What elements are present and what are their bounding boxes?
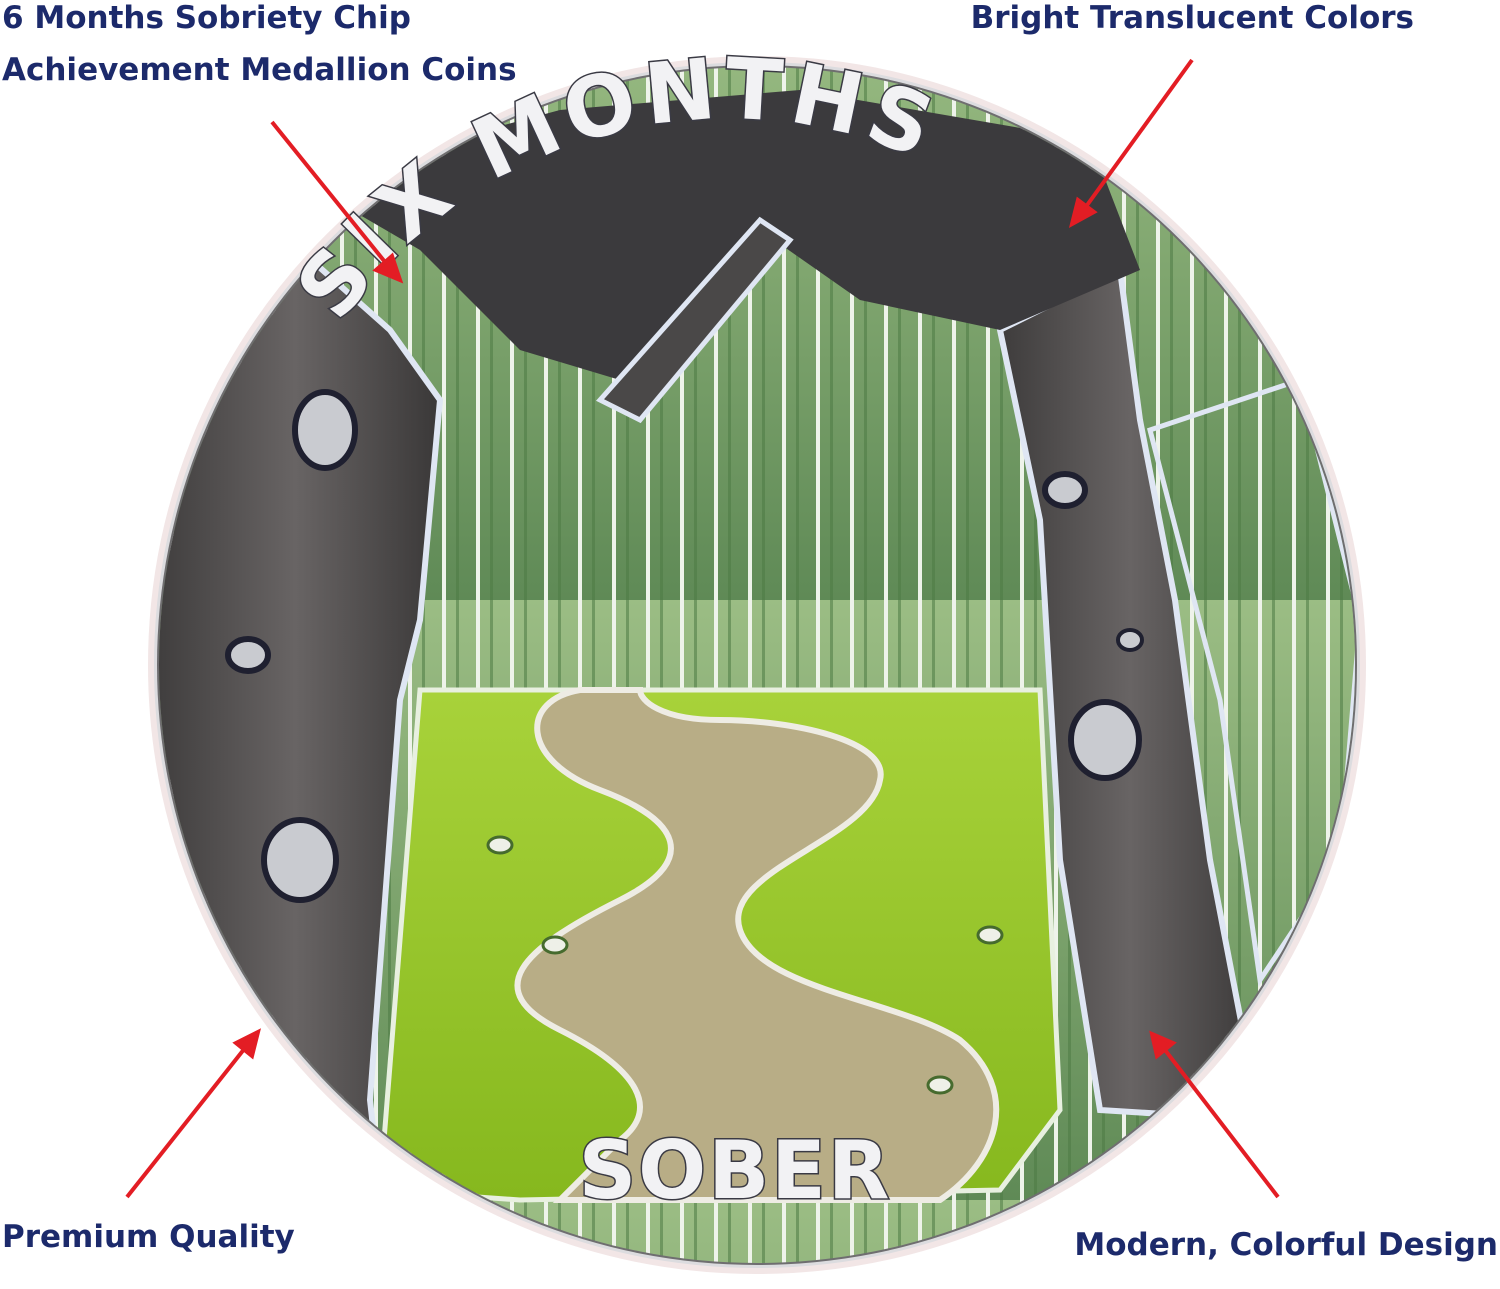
- bark-knot: [1068, 699, 1142, 781]
- winding-path: [514, 687, 1000, 1203]
- bark-knot: [225, 636, 271, 674]
- callout-premium-quality: Premium Quality: [2, 1219, 295, 1255]
- coin-bottom-text: SOBER: [579, 1124, 892, 1217]
- callout-chip-title-line-1: 6 Months Sobriety Chip: [2, 0, 411, 36]
- callout-bright-colors: Bright Translucent Colors: [970, 0, 1414, 36]
- diagonal-branch: [595, 216, 794, 424]
- bark-knot: [1042, 471, 1088, 509]
- callout-modern-design: Modern, Colorful Design: [1074, 1227, 1498, 1263]
- callout-chip-title: 6 Months Sobriety Chip Achievement Medal…: [2, 0, 517, 96]
- bark-knot: [292, 389, 358, 471]
- annotation-arrows: [125, 58, 1280, 1199]
- callout-chip-title-line-2: Achievement Medallion Coins: [2, 52, 517, 88]
- bark-knot: [261, 817, 339, 903]
- bark-knot: [1116, 628, 1144, 652]
